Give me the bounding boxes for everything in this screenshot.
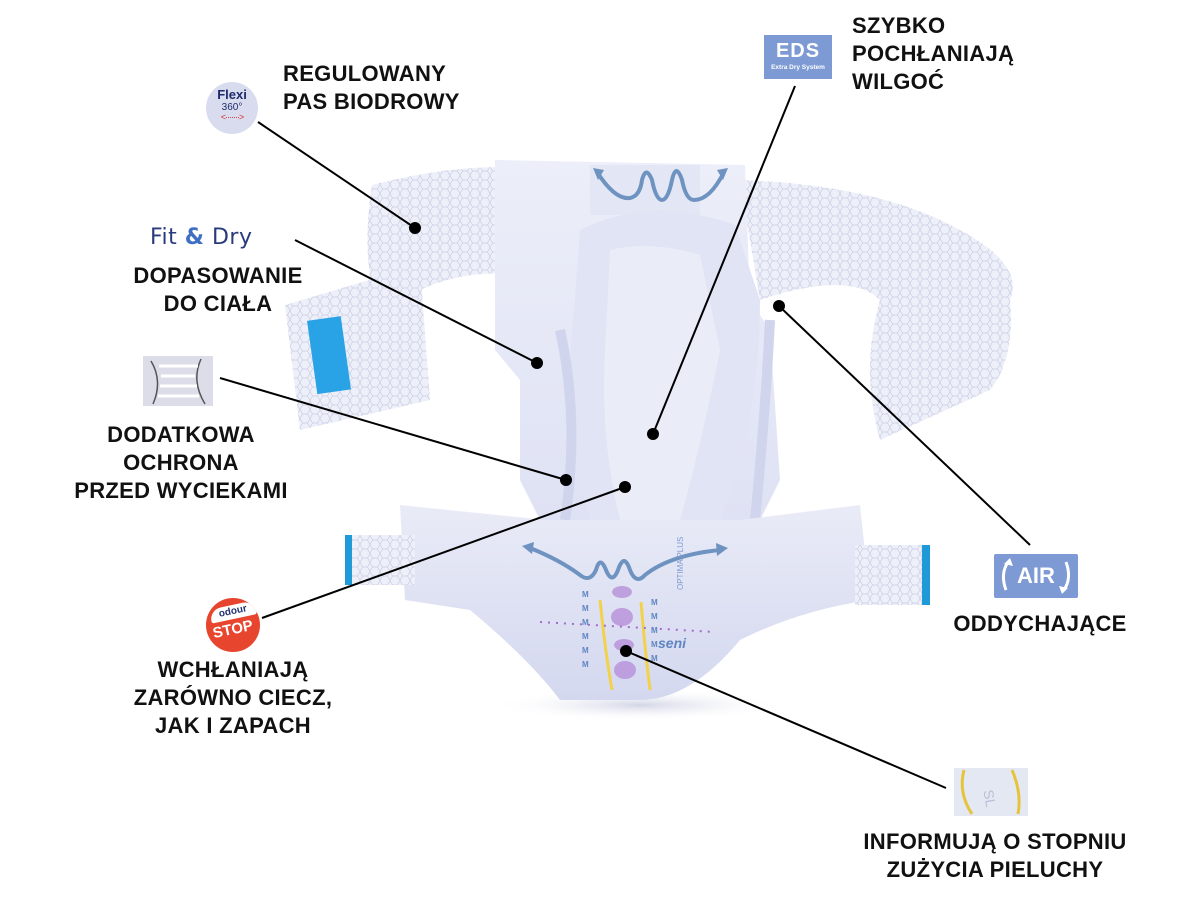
dry-text: Dry bbox=[204, 225, 253, 250]
indicator-stripe-left bbox=[598, 599, 614, 691]
size-mark: M bbox=[651, 598, 658, 607]
fit-text: Fit bbox=[150, 225, 185, 250]
size-mark: M bbox=[582, 660, 589, 669]
flexi-360-icon: Flexi 360° <·······> bbox=[206, 82, 258, 134]
left-front-tape bbox=[345, 535, 415, 585]
eds-badge-name: EDS bbox=[775, 40, 821, 62]
label-line: POCHŁANIAJĄ bbox=[852, 41, 1015, 66]
size-marks: M M M M M bbox=[651, 596, 658, 666]
left-fastening-tape bbox=[307, 316, 351, 395]
ampersand: & bbox=[184, 225, 205, 250]
indicator-stripe-right bbox=[639, 601, 652, 691]
leak-barrier-icon bbox=[143, 356, 213, 406]
wetness-indicator-icon: SL bbox=[954, 768, 1028, 816]
leader-line-air bbox=[778, 305, 1031, 546]
label-line: ZARÓWNO CIECZ, bbox=[133, 685, 333, 710]
right-waistband bbox=[740, 180, 1013, 440]
callout-dot bbox=[531, 357, 543, 369]
size-mark: M bbox=[651, 640, 658, 649]
label-line: INFORMUJĄ O STOPNIU bbox=[863, 829, 1127, 854]
air-badge-text: AIR bbox=[1017, 563, 1055, 588]
leader-line-waistband bbox=[257, 121, 416, 229]
size-mark: M bbox=[582, 604, 589, 613]
size-mark: M bbox=[582, 618, 589, 627]
flexi-badge-name: Flexi bbox=[217, 87, 247, 102]
label-line: ODDYCHAJĄCE bbox=[953, 611, 1127, 636]
label-line: DOPASOWANIE bbox=[133, 263, 303, 288]
callout-dot bbox=[620, 645, 632, 657]
leader-line-fit bbox=[294, 239, 538, 364]
callout-dot bbox=[773, 300, 785, 312]
label-line: REGULOWANY bbox=[283, 61, 447, 86]
size-marks: M M M M M M bbox=[582, 588, 589, 672]
leader-line-leak bbox=[219, 377, 567, 481]
label-line: PAS BIODROWY bbox=[283, 89, 460, 114]
label-fit: DOPASOWANIE DO CIAŁA bbox=[108, 262, 328, 318]
air-icon: AIR bbox=[994, 554, 1078, 598]
label-waistband: REGULOWANY PAS BIODROWY bbox=[283, 60, 460, 116]
leader-line-indicator bbox=[625, 650, 947, 789]
callout-dot bbox=[560, 474, 572, 486]
leader-line-odour bbox=[261, 486, 626, 619]
label-line: JAK I ZAPACH bbox=[155, 713, 311, 738]
size-mark: M bbox=[651, 612, 658, 621]
label-air: ODDYCHAJĄCE bbox=[920, 610, 1160, 638]
label-leak: DODATKOWA OCHRONA PRZED WYCIEKAMI bbox=[46, 421, 316, 505]
label-line: DODATKOWA bbox=[107, 422, 255, 447]
size-mark: M bbox=[651, 654, 658, 663]
callout-dot bbox=[409, 222, 421, 234]
label-eds: SZYBKO POCHŁANIAJĄ WILGOĆ bbox=[852, 12, 1014, 96]
label-line: WCHŁANIAJĄ bbox=[157, 657, 309, 682]
size-mark: M bbox=[582, 590, 589, 599]
svg-text:SL: SL bbox=[980, 788, 999, 808]
flexi-badge-arrows: <·······> bbox=[220, 112, 245, 122]
diaper-front-panel bbox=[400, 505, 870, 700]
label-line: WILGOĆ bbox=[852, 69, 945, 94]
odour-stop-icon: odour STOP bbox=[206, 598, 260, 652]
right-front-tape bbox=[855, 545, 930, 605]
leader-line-eds bbox=[652, 85, 796, 435]
wave-arrow-front bbox=[529, 546, 721, 581]
label-line: SZYBKO bbox=[852, 13, 946, 38]
size-mark: M bbox=[582, 646, 589, 655]
size-mark: M bbox=[651, 626, 658, 635]
callout-dot bbox=[619, 481, 631, 493]
label-line: PRZED WYCIEKAMI bbox=[74, 478, 288, 503]
flexi-badge-degree: 360° bbox=[221, 102, 243, 113]
wave-arrow-top bbox=[595, 169, 726, 203]
fit-and-dry-logo: Fit & Dry bbox=[150, 225, 252, 250]
label-line: ZUŻYCIA PIELUCHY bbox=[886, 857, 1104, 882]
eds-icon: EDS Extra Dry System bbox=[764, 35, 832, 79]
label-indicator: INFORMUJĄ O STOPNIU ZUŻYCIA PIELUCHY bbox=[820, 828, 1170, 884]
brand-print: seni bbox=[658, 635, 687, 651]
size-mark: M bbox=[582, 632, 589, 641]
label-line: DO CIAŁA bbox=[163, 291, 273, 316]
label-line: OCHRONA bbox=[123, 450, 239, 475]
label-odour: WCHŁANIAJĄ ZARÓWNO CIECZ, JAK I ZAPACH bbox=[98, 656, 368, 740]
eds-badge-subtitle: Extra Dry System bbox=[771, 64, 825, 71]
callout-dot bbox=[647, 428, 659, 440]
